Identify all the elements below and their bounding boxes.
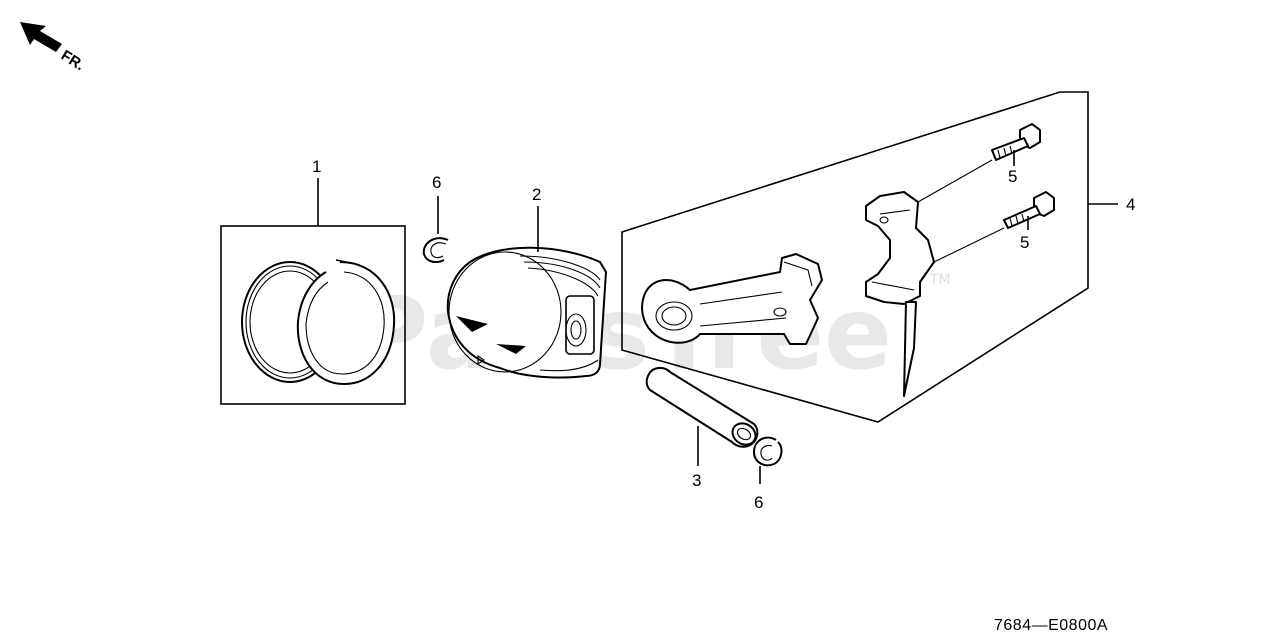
callout-5-lower: 5: [1020, 233, 1029, 252]
front-arrow-icon: [20, 22, 62, 52]
rod-bolt-lower: [1003, 191, 1055, 229]
connecting-rod: [641, 253, 823, 345]
piston-ring-right: [296, 259, 396, 385]
rod-cap: [865, 191, 935, 397]
callout-3: 3: [692, 471, 701, 490]
front-label: FR.: [58, 47, 88, 74]
piston-pin: [645, 366, 759, 448]
callout-6-upper: 6: [432, 173, 441, 192]
callout-1: 1: [312, 157, 321, 176]
pin-clip-lower: [753, 436, 783, 467]
diagram-code: 7684—E0800A: [994, 617, 1108, 634]
watermark-trademark: TM: [929, 272, 951, 288]
callout-4: 4: [1126, 195, 1135, 214]
connecting-rod-boundary: [621, 91, 1089, 423]
piston-ring-set: [220, 225, 406, 405]
callout-6-lower: 6: [754, 493, 763, 512]
bolt-upper-centerline: [917, 159, 993, 203]
piston: [446, 246, 607, 379]
callout-5-upper: 5: [1008, 167, 1017, 186]
pin-clip-upper: [422, 237, 449, 263]
callout-2: 2: [532, 185, 541, 204]
bolt-lower-centerline: [933, 227, 1005, 263]
rod-bolt-upper: [991, 123, 1041, 161]
